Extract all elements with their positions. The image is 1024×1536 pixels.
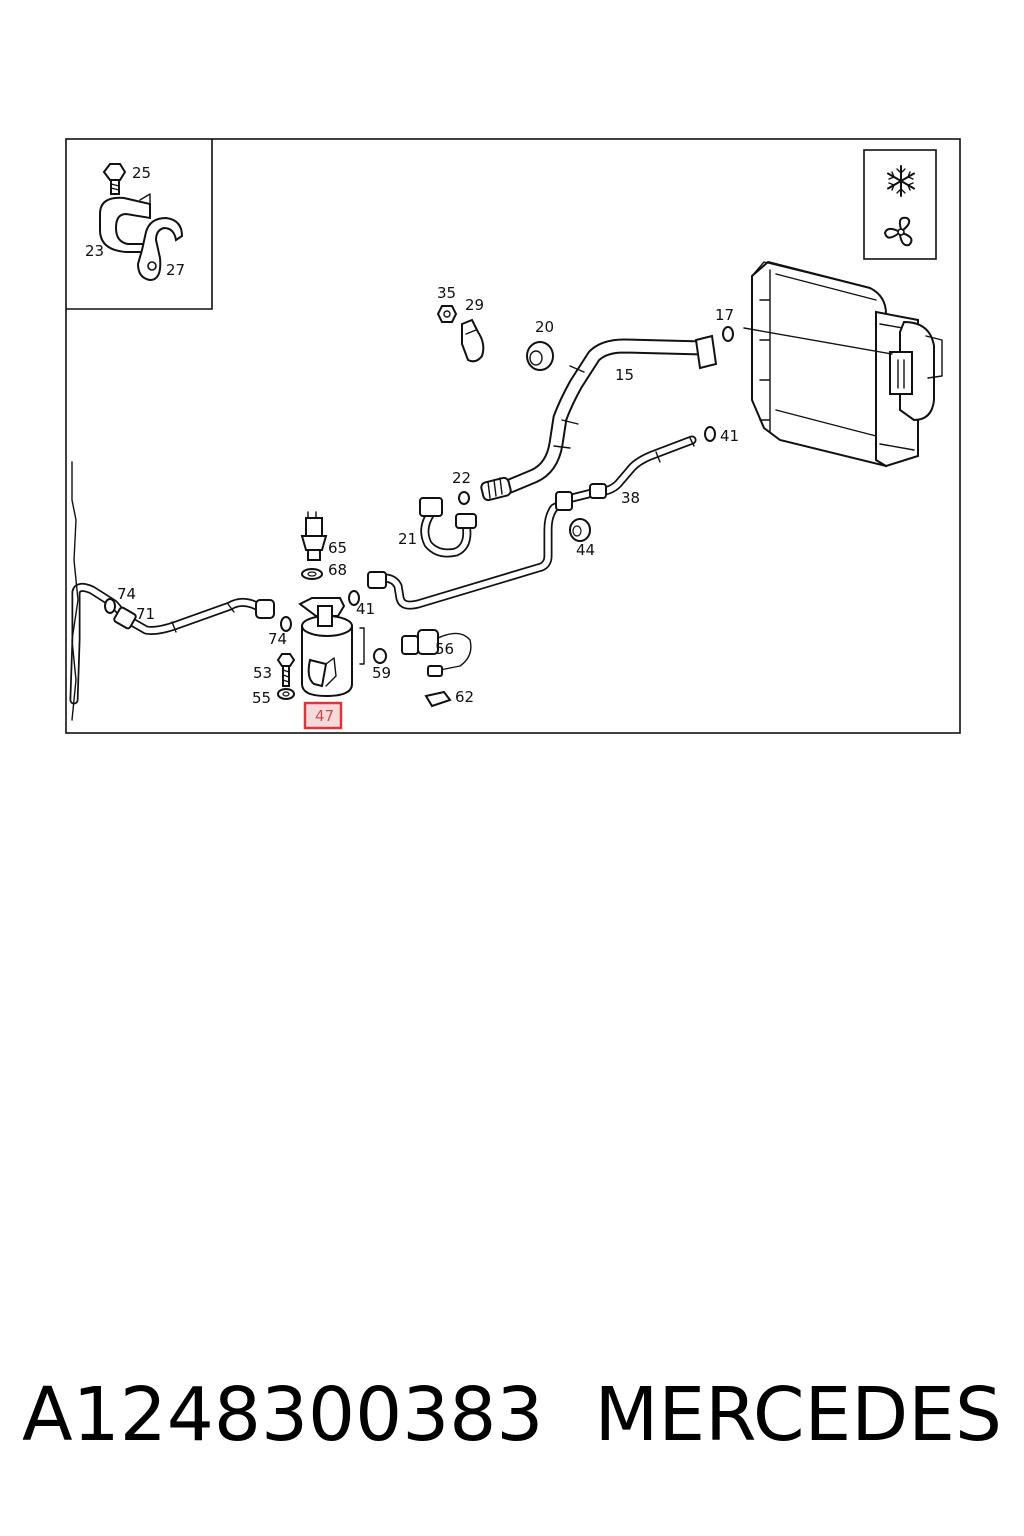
callout-27[interactable]: 27 [166, 261, 185, 279]
pipe-38 [367, 435, 697, 610]
washer-55-icon [277, 688, 295, 700]
callout-41-upper[interactable]: 41 [720, 427, 739, 445]
oring-74a-icon [104, 598, 116, 614]
left-cutline [71, 461, 79, 721]
connector-62-icon [424, 690, 452, 708]
callout-55[interactable]: 55 [252, 689, 271, 707]
evaporator-icon [743, 260, 943, 468]
callout-22[interactable]: 22 [452, 469, 471, 487]
callout-35[interactable]: 35 [437, 284, 456, 302]
oring-17-icon [722, 326, 734, 342]
callout-74-center[interactable]: 74 [268, 630, 287, 648]
oring-74b-icon [280, 616, 292, 632]
oring-59-icon [373, 648, 387, 664]
callout-21[interactable]: 21 [398, 530, 417, 548]
oring-41b-icon [348, 590, 360, 606]
receiver-drier-47 [298, 597, 365, 698]
callout-17[interactable]: 17 [715, 306, 734, 324]
bolt-53-icon [276, 653, 296, 687]
callout-29[interactable]: 29 [465, 296, 484, 314]
pipe-71 [69, 582, 275, 705]
callout-65[interactable]: 65 [328, 539, 347, 557]
callout-62[interactable]: 62 [455, 688, 474, 706]
callout-53[interactable]: 53 [253, 664, 272, 682]
grommet-44-icon [569, 518, 591, 542]
fan-icon [884, 216, 913, 247]
clamp-23-icon [99, 193, 151, 253]
inset-box: 25 23 27 [66, 139, 213, 310]
brand-name: MERCEDES [594, 1372, 1002, 1458]
oring-41a-icon [704, 426, 716, 442]
diagram-frame [65, 138, 961, 734]
u-pipe-21 [419, 497, 477, 558]
clamp-27-icon [136, 216, 184, 282]
symbol-box [863, 149, 937, 260]
switch-56-icon [401, 629, 472, 677]
callout-15[interactable]: 15 [615, 366, 634, 384]
callout-56[interactable]: 56 [435, 640, 454, 658]
callout-44[interactable]: 44 [576, 541, 595, 559]
callout-41-lower[interactable]: 41 [356, 600, 375, 618]
callout-25[interactable]: 25 [132, 164, 151, 182]
callout-23[interactable]: 23 [85, 242, 104, 260]
callout-71[interactable]: 71 [136, 605, 155, 623]
switch-65-icon [300, 511, 328, 561]
parts-diagram: 25 23 27 [65, 138, 961, 734]
nut-35-icon [436, 305, 458, 323]
washer-68-icon [301, 568, 323, 580]
callout-38[interactable]: 38 [621, 489, 640, 507]
part-number: A1248300383 [22, 1372, 544, 1458]
callout-20[interactable]: 20 [535, 318, 554, 336]
oring-22-icon [458, 491, 470, 505]
suction-hose-15 [480, 334, 718, 502]
callout-47[interactable]: 47 [315, 707, 334, 725]
bolt-25-icon [102, 163, 127, 195]
clip-29-icon [461, 318, 485, 363]
grommet-20-icon [526, 341, 554, 371]
callout-68[interactable]: 68 [328, 561, 347, 579]
callout-74-left[interactable]: 74 [117, 585, 136, 603]
snowflake-icon [887, 165, 915, 197]
highlighted-callout-47[interactable]: 47 [303, 701, 343, 730]
callout-59[interactable]: 59 [372, 664, 391, 682]
